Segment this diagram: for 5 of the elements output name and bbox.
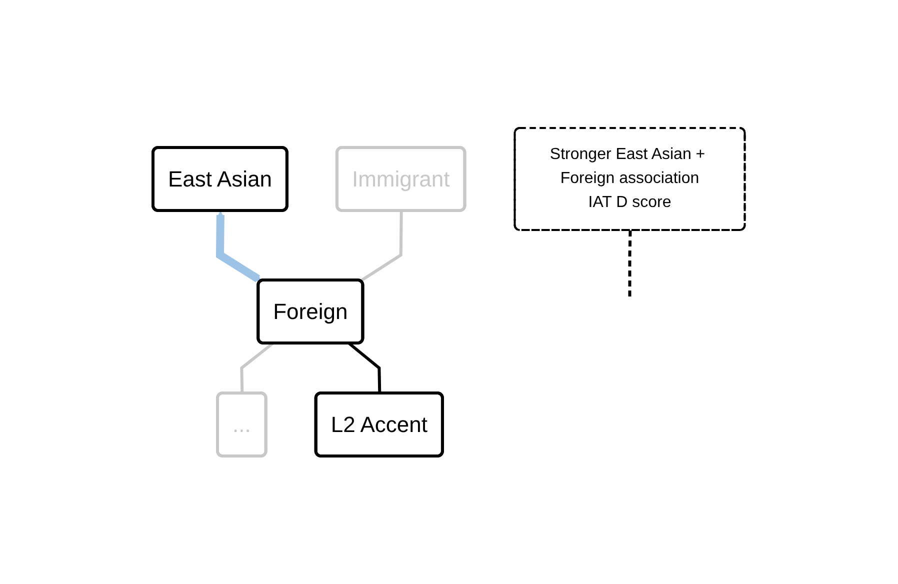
- connector: [348, 342, 382, 394]
- connector: [360, 210, 403, 282]
- arrow: [216, 211, 262, 282]
- connector: [240, 342, 274, 394]
- connector: [628, 230, 632, 296]
